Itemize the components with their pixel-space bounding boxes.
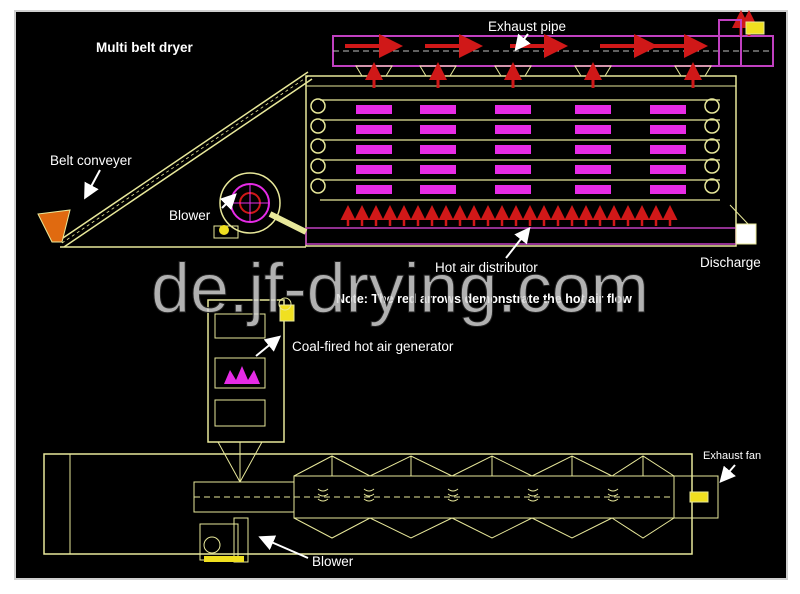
heater-pad (575, 105, 611, 114)
heater-pad (356, 185, 392, 194)
heater-pad (420, 145, 456, 154)
watermark: de.jf-drying.com (151, 249, 649, 327)
truss-segment (451, 517, 533, 539)
bottom-blower (199, 517, 249, 563)
heater-pad (575, 125, 611, 134)
heater-pad (495, 125, 531, 134)
exhaust-flow-arrows (345, 10, 758, 58)
hood-row (355, 62, 712, 88)
truss-segment (531, 517, 613, 539)
feed-hopper (37, 209, 71, 243)
roller (704, 118, 720, 134)
main-duct (43, 441, 719, 555)
exhaust-pipe-label: Exhaust pipe (488, 19, 566, 34)
heater-pad (420, 125, 456, 134)
discharge-box (729, 204, 757, 245)
roller (310, 118, 326, 134)
blower-bottom-label: Blower (312, 554, 354, 569)
heater-pad (356, 145, 392, 154)
heat-mark (607, 488, 619, 502)
heat-mark (527, 488, 539, 502)
heater-pad (356, 125, 392, 134)
blower-top-label: Blower (169, 208, 211, 223)
heater-pad (650, 185, 686, 194)
belt-conveyer (59, 71, 313, 248)
roller (310, 98, 326, 114)
coal-generator (207, 297, 295, 443)
heater-pad (495, 185, 531, 194)
belt-conveyer-label: Belt conveyer (50, 153, 132, 168)
top-blower (213, 172, 308, 239)
heater-pad (495, 105, 531, 114)
heater-pad (650, 145, 686, 154)
title-label: Multi belt dryer (96, 40, 194, 55)
heater-pads (356, 105, 686, 194)
duct-truss (293, 455, 675, 539)
exhaust-fan-label: Exhaust fan (703, 450, 761, 462)
heater-pad (356, 165, 392, 174)
roller (704, 158, 720, 174)
roller (310, 158, 326, 174)
conveyor-belts (320, 99, 720, 201)
heater-pad (495, 165, 531, 174)
roller (704, 138, 720, 154)
duct-heat-marks (317, 488, 619, 502)
exhaust-outlet (718, 19, 765, 67)
pointer-arrows (84, 33, 736, 559)
heater-pad (420, 165, 456, 174)
heat-mark (317, 488, 329, 502)
heat-mark (363, 488, 375, 502)
truss-segment (369, 517, 453, 539)
heater-pad (495, 145, 531, 154)
roller (310, 138, 326, 154)
note-label: Note: The red arrows demonstrate the hot… (336, 292, 632, 306)
belt-rollers (310, 98, 720, 194)
hot-air-distributor-label: Hot air distributor (435, 260, 538, 275)
heater-pad (650, 165, 686, 174)
truss-segment (293, 517, 371, 539)
heater-pad (575, 165, 611, 174)
heater-pad (650, 125, 686, 134)
heater-pad (650, 105, 686, 114)
hot-air-arrows (340, 205, 678, 226)
discharge-label: Discharge (700, 255, 761, 270)
coal-generator-label: Coal-fired hot air generator (292, 339, 454, 354)
roller (310, 178, 326, 194)
heater-pad (420, 105, 456, 114)
heater-pad (356, 105, 392, 114)
roller (704, 98, 720, 114)
heater-pad (575, 185, 611, 194)
roller (704, 178, 720, 194)
heat-mark (447, 488, 459, 502)
heater-pad (420, 185, 456, 194)
truss-segment (611, 517, 675, 539)
heater-pad (575, 145, 611, 154)
